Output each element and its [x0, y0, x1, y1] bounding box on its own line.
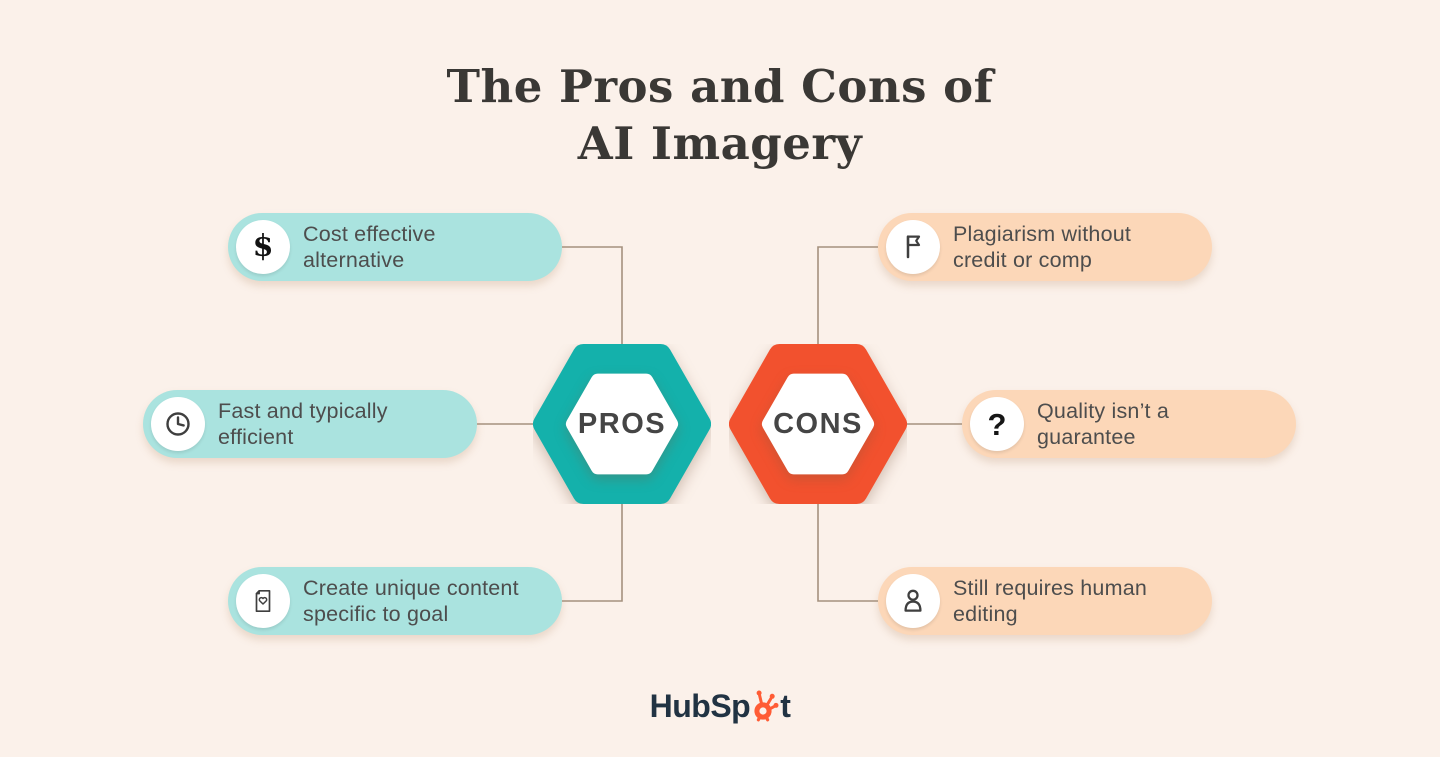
icon-circle: [151, 397, 205, 451]
document-heart-icon: [255, 589, 271, 613]
hubspot-logo-text-suffix: t: [780, 688, 791, 724]
person-icon: [904, 589, 922, 612]
cons-item-plagiarism: Plagiarism without credit or comp: [878, 213, 1212, 281]
clock-icon: [166, 412, 190, 436]
pros-item-fast-efficient: Fast and typically efficient: [143, 390, 477, 458]
pros-hexagon-shape: [533, 344, 711, 504]
cons-item-label: Still requires human editing: [953, 576, 1148, 626]
flag-icon: [906, 235, 921, 259]
page-title-line1: The Pros and Cons of: [446, 60, 994, 113]
icon-circle: [886, 574, 940, 628]
icon-circle: $: [236, 220, 290, 274]
cons-item-quality: ? Quality isn’t a guarantee: [962, 390, 1296, 458]
question-icon: ?: [987, 406, 1007, 442]
cons-item-human-editing: Still requires human editing: [878, 567, 1212, 635]
page-title: The Pros and Cons of AI Imagery: [0, 58, 1440, 172]
hubspot-logo-text-prefix: HubSp: [649, 688, 751, 724]
pros-item-unique-content: Create unique content specific to goal: [228, 567, 562, 635]
cons-item-label: Plagiarism without credit or comp: [953, 222, 1132, 272]
cons-label: CONS: [773, 407, 863, 440]
icon-circle: ?: [970, 397, 1024, 451]
pros-hexagon: PROS: [533, 344, 711, 504]
page-title-line2: AI Imagery: [577, 117, 863, 170]
icon-circle: [886, 220, 940, 274]
pros-label: PROS: [577, 407, 667, 440]
hubspot-logo: HubSp t: [0, 681, 1440, 724]
pros-item-cost-effective: $ Cost effective alternative: [228, 213, 562, 281]
cons-hexagon-shape: [729, 344, 907, 504]
pros-item-label: Cost effective alternative: [303, 222, 436, 272]
dollar-icon: $: [252, 229, 274, 264]
icon-circle: [236, 574, 290, 628]
pros-item-label: Fast and typically efficient: [218, 399, 388, 449]
cons-item-label: Quality isn’t a guarantee: [1037, 399, 1170, 449]
cons-hexagon: CONS: [729, 344, 907, 504]
hubspot-sprocket-icon: [754, 690, 779, 722]
pros-item-label: Create unique content specific to goal: [303, 576, 519, 626]
